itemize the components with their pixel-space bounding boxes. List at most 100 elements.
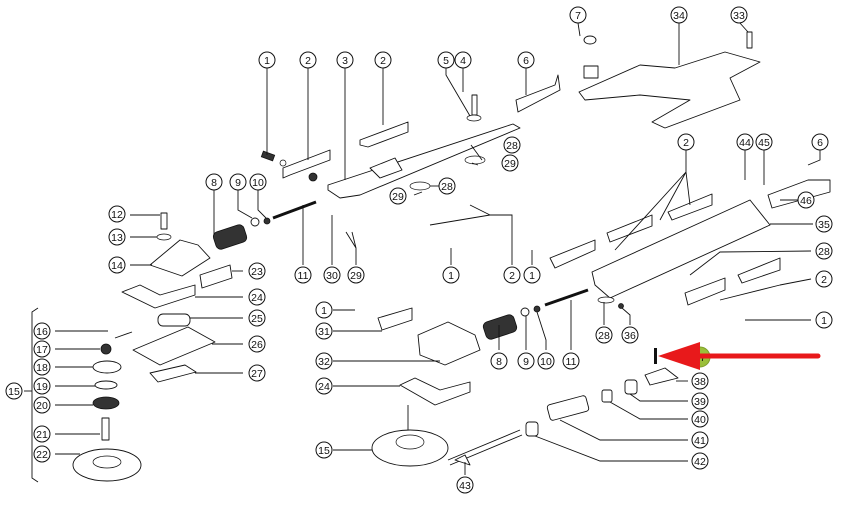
seal-ring bbox=[94, 380, 118, 390]
callout-28[interactable]: 28 bbox=[438, 177, 456, 195]
callout-28[interactable]: 28 bbox=[815, 242, 833, 260]
svg-text:1: 1 bbox=[448, 270, 454, 282]
callout-36[interactable]: 36 bbox=[621, 326, 639, 344]
callout-38[interactable]: 38 bbox=[691, 372, 709, 390]
callout-28[interactable]: 28 bbox=[503, 136, 521, 154]
callout-1[interactable]: 1 bbox=[523, 266, 541, 284]
sprocket-hub bbox=[395, 434, 425, 450]
callout-46[interactable]: 46 bbox=[797, 191, 815, 209]
callout-12[interactable]: 12 bbox=[108, 205, 126, 223]
callout-45[interactable]: 45 bbox=[755, 133, 773, 151]
callout-21[interactable]: 21 bbox=[33, 425, 51, 443]
callout-31[interactable]: 31 bbox=[315, 322, 333, 340]
leader-lines bbox=[24, 21, 821, 475]
callout-11[interactable]: 11 bbox=[562, 352, 580, 370]
callout-22[interactable]: 22 bbox=[33, 445, 51, 463]
washer bbox=[466, 114, 482, 122]
callout-30[interactable]: 30 bbox=[323, 266, 341, 284]
callout-40[interactable]: 40 bbox=[691, 410, 709, 428]
callout-26[interactable]: 26 bbox=[248, 335, 266, 353]
callout-29[interactable]: 29 bbox=[347, 266, 365, 284]
callout-2[interactable]: 2 bbox=[374, 51, 392, 69]
callout-32[interactable]: 32 bbox=[315, 352, 333, 370]
svg-text:2: 2 bbox=[509, 270, 515, 282]
svg-text:11: 11 bbox=[298, 270, 309, 282]
callout-1[interactable]: 1 bbox=[315, 301, 333, 319]
callout-44[interactable]: 44 bbox=[736, 133, 754, 151]
svg-text:11: 11 bbox=[566, 356, 577, 368]
callout-42[interactable]: 42 bbox=[691, 452, 709, 470]
callout-8[interactable]: 8 bbox=[205, 173, 223, 191]
callout-2[interactable]: 2 bbox=[815, 270, 833, 288]
callout-9[interactable]: 9 bbox=[229, 173, 247, 191]
angle-bracket bbox=[606, 214, 653, 243]
callout-35[interactable]: 35 bbox=[815, 215, 833, 233]
callout-43[interactable]: 43 bbox=[456, 476, 474, 494]
bearing bbox=[92, 396, 120, 410]
svg-text:6: 6 bbox=[817, 137, 823, 149]
angle-bracket bbox=[359, 121, 409, 148]
callout-18[interactable]: 18 bbox=[33, 358, 51, 376]
carriage-bolt bbox=[583, 35, 597, 45]
callout-29[interactable]: 29 bbox=[501, 154, 519, 172]
callout-25[interactable]: 25 bbox=[248, 309, 266, 327]
strip-plate bbox=[767, 179, 831, 209]
callout-27[interactable]: 27 bbox=[248, 364, 266, 382]
svg-text:16: 16 bbox=[36, 326, 48, 338]
callout-10[interactable]: 10 bbox=[537, 352, 555, 370]
callout-8[interactable]: 8 bbox=[490, 352, 508, 370]
callout-16[interactable]: 16 bbox=[33, 322, 51, 340]
callout-41[interactable]: 41 bbox=[691, 431, 709, 449]
callout-10[interactable]: 10 bbox=[249, 173, 267, 191]
callout-6[interactable]: 6 bbox=[517, 51, 535, 69]
callout-2[interactable]: 2 bbox=[677, 133, 695, 151]
callout-1[interactable]: 1 bbox=[442, 266, 460, 284]
callout-14[interactable]: 14 bbox=[108, 256, 126, 274]
callout-23[interactable]: 23 bbox=[248, 262, 266, 280]
base-plate bbox=[578, 51, 761, 129]
callout-24[interactable]: 24 bbox=[248, 288, 266, 306]
callout-3[interactable]: 3 bbox=[336, 51, 354, 69]
slide-bracket bbox=[399, 377, 471, 406]
tension-rod bbox=[272, 200, 317, 220]
part-drawings bbox=[31, 31, 831, 483]
callout-33[interactable]: 33 bbox=[730, 6, 748, 24]
chain-link bbox=[624, 379, 638, 395]
callout-2[interactable]: 2 bbox=[299, 51, 317, 69]
callout-28[interactable]: 28 bbox=[595, 326, 613, 344]
spring-washer bbox=[520, 307, 530, 317]
callout-15[interactable]: 15 bbox=[315, 441, 333, 459]
svg-text:1: 1 bbox=[264, 55, 270, 67]
callout-13[interactable]: 13 bbox=[108, 228, 126, 246]
svg-text:13: 13 bbox=[111, 232, 123, 244]
callout-11[interactable]: 11 bbox=[294, 266, 312, 284]
svg-text:10: 10 bbox=[540, 356, 552, 368]
svg-text:5: 5 bbox=[443, 55, 449, 67]
callout-39[interactable]: 39 bbox=[691, 392, 709, 410]
callout-20[interactable]: 20 bbox=[33, 396, 51, 414]
callout-7[interactable]: 7 bbox=[569, 6, 587, 24]
callout-24[interactable]: 24 bbox=[315, 377, 333, 395]
callout-9[interactable]: 9 bbox=[517, 352, 535, 370]
callout-17[interactable]: 17 bbox=[33, 340, 51, 358]
callout-5[interactable]: 5 bbox=[437, 51, 455, 69]
callout-34[interactable]: 34 bbox=[670, 6, 688, 24]
callout-1[interactable]: 1 bbox=[815, 311, 833, 329]
svg-text:28: 28 bbox=[598, 330, 610, 342]
tension-rod bbox=[544, 288, 589, 307]
callout-19[interactable]: 19 bbox=[33, 377, 51, 395]
svg-text:46: 46 bbox=[800, 195, 812, 207]
callout-1[interactable]: 1 bbox=[258, 51, 276, 69]
callout-15[interactable]: 15 bbox=[5, 382, 23, 400]
flat-washer bbox=[409, 181, 431, 191]
callout-6[interactable]: 6 bbox=[811, 133, 829, 151]
svg-text:42: 42 bbox=[694, 456, 706, 468]
nut bbox=[308, 172, 318, 182]
callout-29[interactable]: 29 bbox=[389, 187, 407, 205]
callout-2[interactable]: 2 bbox=[503, 266, 521, 284]
pin bbox=[114, 331, 133, 339]
svg-text:18: 18 bbox=[36, 362, 48, 374]
sprocket-hub bbox=[92, 455, 122, 469]
callout-4[interactable]: 4 bbox=[454, 51, 472, 69]
